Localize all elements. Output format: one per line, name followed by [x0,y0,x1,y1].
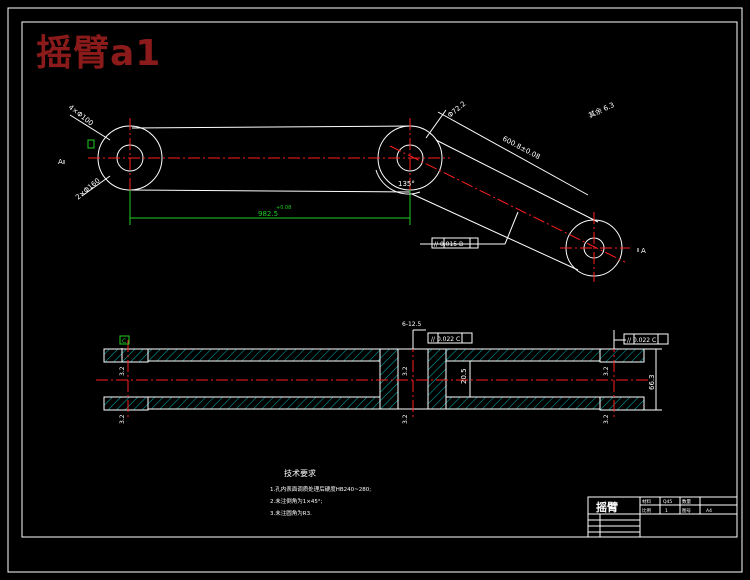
left-lower-lug [103,396,149,411]
notes-heading: 技术要求 [284,468,316,478]
callout-boss: 2×Φ160 [74,177,102,202]
roughness-mark: 3.2 [402,414,409,424]
left-upper-lug [103,348,149,363]
title-block-label: 数量 [682,498,691,505]
dim-length-left-tol: +0.08 [276,205,291,211]
title-block-scale: 1 [665,508,668,514]
dim-height-center: 20.5 [460,368,468,384]
title-block-sheet: A4 [706,508,712,514]
right-upper-lug [599,348,645,363]
roughness-mark: 3.2 [603,414,610,424]
tol-center: // 0.022 C [431,336,460,343]
front-view-annotations [121,329,669,411]
right-arm-lower-edge [411,193,579,271]
dim-angle: 135° [398,180,415,188]
dim-height-right: 66.3 [648,374,656,390]
lower-plate [147,396,381,410]
notes-line: 2.未注倒角为1×45°; [270,497,323,505]
right-arm-upper-edge [435,139,599,223]
roughness-mark: 3.2 [119,414,126,424]
right-web [427,348,447,410]
section-mark-right: A [641,247,646,255]
dim-radius: Φ72.2 [446,100,467,120]
dim-length-left: 982.5 [258,210,278,218]
title-block-material: Q45 [663,499,672,505]
sheet-outer-border [7,7,743,573]
center-label: 6-12.5 [402,321,422,328]
top-view [97,125,623,277]
title-block-label: 材料 [642,498,651,505]
roughness-mark: 3.2 [119,366,126,376]
sheet-inner-border [21,21,738,538]
datum-box-c [119,335,130,345]
dim-length-right: 600.8±0.08 [501,135,541,162]
title-block [587,496,738,538]
tol-parallel-top: // 0.015 B [434,241,463,248]
top-view-annotations [63,109,639,252]
front-view-centerlines [96,340,650,420]
right-lower-plate [445,396,601,410]
notes-line: 1.孔内表面调质处理后硬度HB240~280; [270,485,371,493]
tol-right: // 0.022 C [627,337,656,344]
left-web [379,348,399,410]
technical-notes: 技术要求 1.孔内表面调质处理后硬度HB240~280; 2.未注倒角为1×45… [270,468,371,517]
top-view-dimensions [87,139,411,225]
right-upper-plate [445,348,601,362]
right-lower-lug [599,396,645,411]
roughness-mark: 3.2 [402,366,409,376]
notes-line: 3.未注圆角为R3. [270,509,312,517]
title-block-part-name: 摇臂 [596,500,618,514]
upper-plate [147,348,381,362]
roughness-mark: 3.2 [603,366,610,376]
title-block-label: 比例 [642,507,651,514]
title-block-label: 图号 [682,508,691,514]
roughness-note: 其余 6.3 [587,100,616,120]
front-view-section [103,348,645,411]
section-mark-left: A [58,158,63,166]
top-view-centerlines [88,118,630,282]
left-arm-lower-edge [131,189,411,193]
drawing-title-stamp: 摇臂a1 [36,33,162,74]
datum-c-label: C [122,338,126,345]
left-arm-upper-edge [131,125,411,129]
